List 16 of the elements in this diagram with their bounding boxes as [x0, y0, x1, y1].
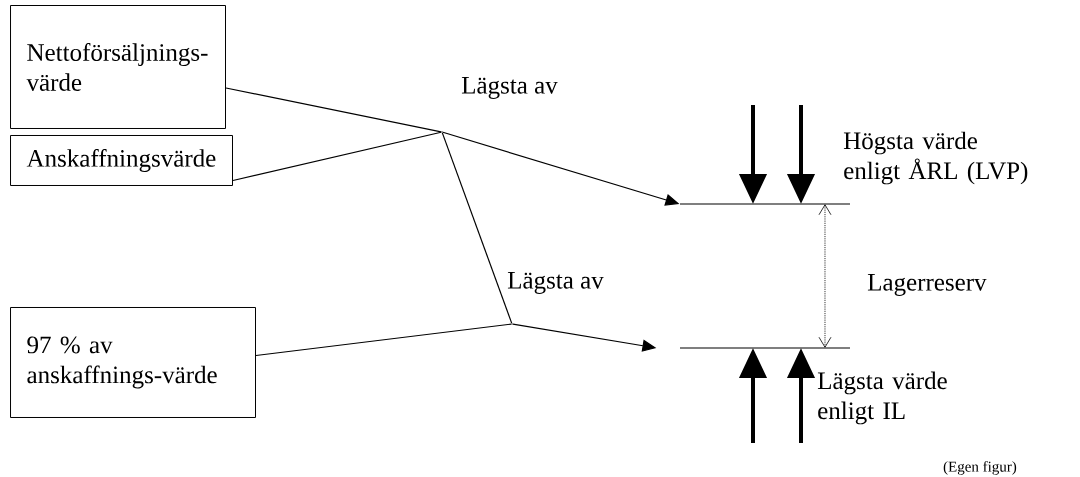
- level-line: [679, 347, 851, 349]
- text-box: Nettoförsäljnings-värde: [10, 5, 226, 129]
- side-label: Lägsta av: [507, 272, 604, 294]
- side-label: Högsta värde enligt ÅRL (LVP): [843, 131, 1028, 185]
- level-line: [679, 203, 851, 205]
- connector-line: [441, 132, 513, 324]
- text-box: Anskaffningsvärde: [10, 135, 233, 186]
- edge-label: Lagerreserv: [866, 273, 988, 297]
- connector-line: [225, 87, 442, 133]
- text-box: 97 % av anskaffnings-värde: [10, 307, 256, 418]
- side-label: Lägsta värde enligt IL: [817, 371, 947, 425]
- connector-line: [255, 323, 512, 357]
- dotted-arrow: [818, 204, 832, 348]
- side-label: Lägsta av: [461, 77, 558, 99]
- source-note: (Egen figur): [943, 461, 1017, 475]
- connector-line: [232, 131, 442, 182]
